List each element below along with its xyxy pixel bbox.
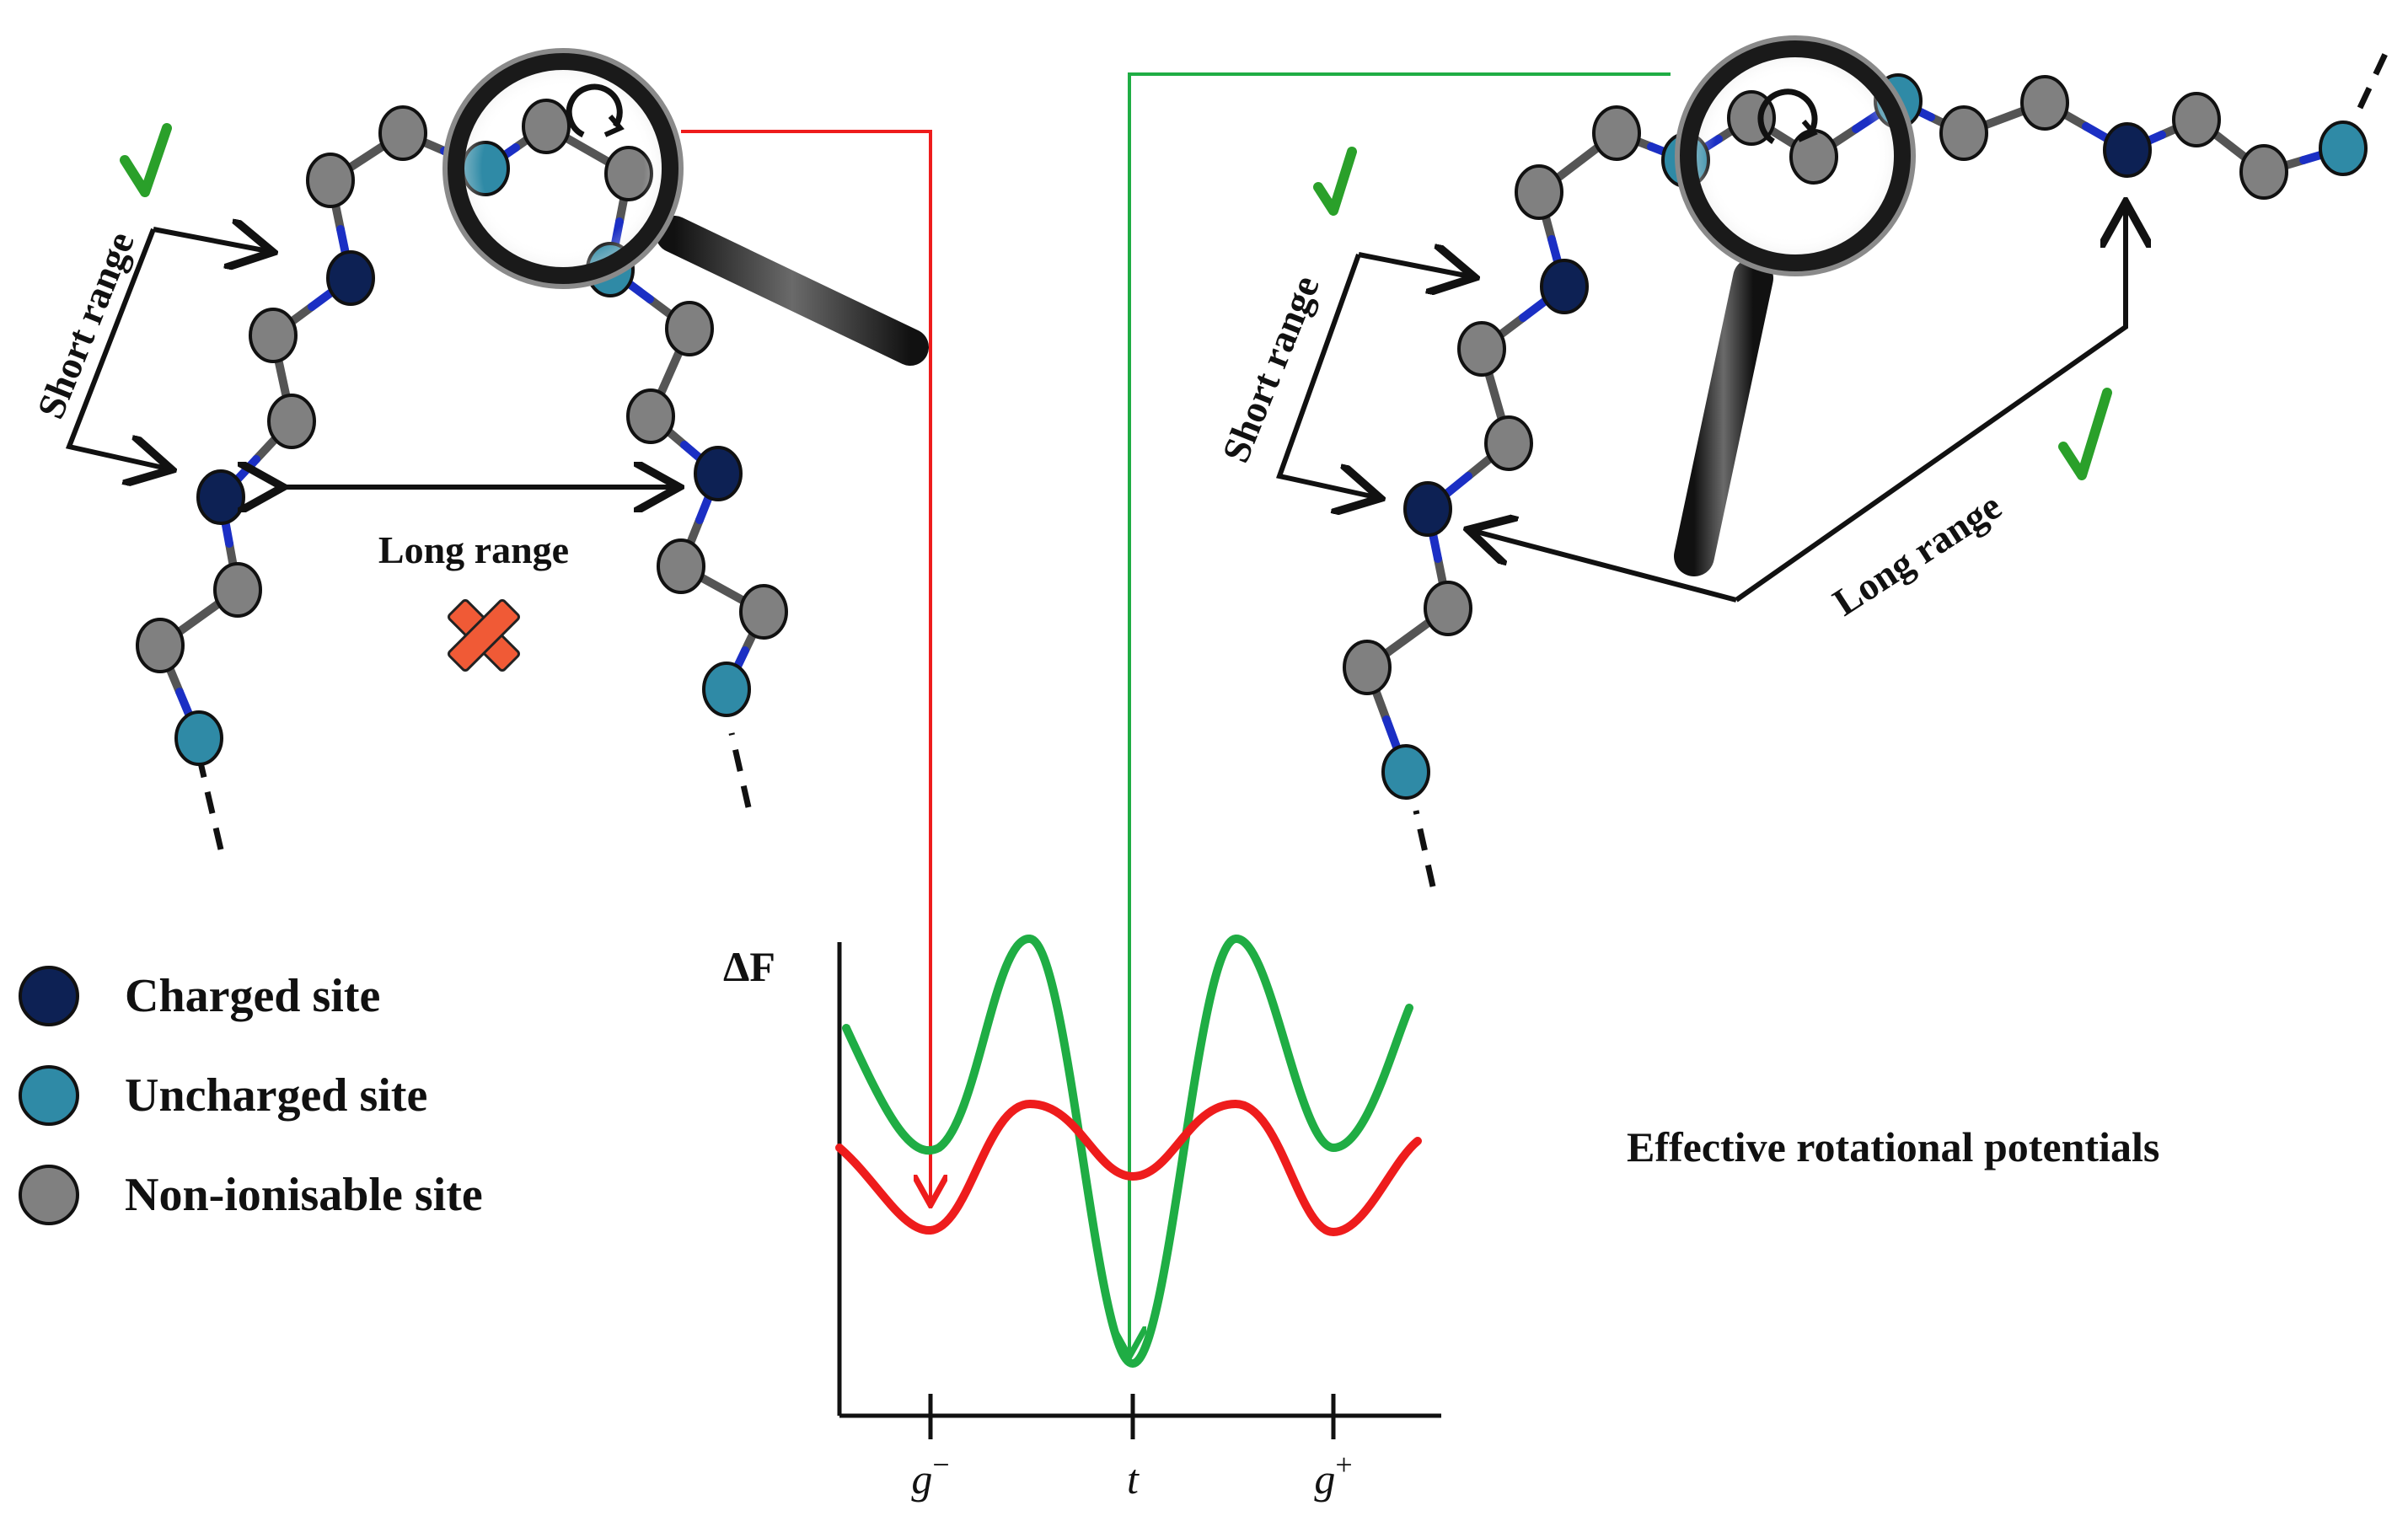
uncharged-site-atom <box>2319 121 2368 176</box>
legend-item-non-ionisable: Non-ionisable site <box>19 1165 483 1225</box>
legend-label-uncharged: Uncharged site <box>125 1069 427 1122</box>
left-short-range-check-icon <box>120 123 172 197</box>
non-ionisable-site-atom <box>1515 164 1563 220</box>
right-molecule-end-dash-top <box>2357 52 2389 110</box>
non-ionisable-site-atom <box>1592 105 1641 161</box>
right-to-trans-connector <box>1129 72 1671 1353</box>
charged-site-atom <box>694 446 743 501</box>
uncharged-site-atom <box>174 710 223 766</box>
plot-y-label: ΔF <box>723 943 775 990</box>
non-ionisable-site-atom <box>136 618 185 673</box>
non-ionisable-site-atom <box>626 388 675 444</box>
left-to-gauche-connector <box>681 130 930 1202</box>
potential-plot: ΔF g− t g+ <box>723 935 1441 1503</box>
red-potential-curve <box>835 1099 1422 1237</box>
x-tick-label: g− <box>911 1448 949 1503</box>
charged-site-atom <box>1540 259 1589 314</box>
right-chain-end-dash <box>728 732 752 808</box>
legend: Charged site Uncharged site Non-ionisabl… <box>19 966 483 1225</box>
right-long-range-check-icon <box>2058 388 2112 480</box>
non-ionisable-site-atom <box>213 562 262 618</box>
plot-title: Effective rotational potentials <box>1627 1123 2159 1170</box>
left-chain-end-dash <box>197 762 224 850</box>
non-ionisable-site-atom <box>2020 75 2069 131</box>
right-molecule-end-dash-bottom <box>1413 810 1436 887</box>
left-short-range-label: Short range <box>29 226 142 425</box>
uncharged-site-atom <box>1381 744 1430 800</box>
right-long-range-arrow <box>1473 207 2126 603</box>
right-short-range-bracket <box>1276 254 1470 497</box>
non-ionisable-site-atom <box>378 105 427 161</box>
uncharged-site-swatch <box>19 1065 79 1126</box>
right-short-range-check-icon <box>1313 147 1357 216</box>
left-rotation-arrow-icon <box>566 83 623 138</box>
non-ionisable-site-atom <box>1457 321 1506 377</box>
legend-item-charged: Charged site <box>19 966 380 1026</box>
x-tick-label: g+ <box>1314 1448 1352 1503</box>
non-ionisable-site-atom <box>739 584 788 640</box>
non-ionisable-site-atom <box>2239 144 2288 200</box>
non-ionisable-site-atom <box>1424 581 1472 636</box>
non-ionisable-site-atom <box>657 538 705 594</box>
charged-site-swatch <box>19 966 79 1026</box>
left-long-range-label: Long range <box>378 528 569 571</box>
charged-site-atom <box>196 469 245 525</box>
non-ionisable-site-atom <box>2172 92 2221 147</box>
left-magnifying-glass-icon <box>442 48 929 366</box>
non-ionisable-site-swatch <box>19 1165 79 1225</box>
charged-site-atom <box>2103 122 2152 178</box>
right-magnifying-glass-icon <box>1674 35 1916 576</box>
long-range-cross-icon <box>448 599 520 672</box>
legend-label-charged: Charged site <box>125 970 380 1022</box>
x-tick-label: t <box>1127 1455 1140 1503</box>
right-long-range-label: Long range <box>1826 484 2008 624</box>
legend-label-non-ionisable: Non-ionisable site <box>125 1169 483 1221</box>
charged-site-atom <box>326 250 375 306</box>
plot-x-ticks: g− t g+ <box>911 1394 1353 1503</box>
non-ionisable-site-atom <box>665 301 714 356</box>
uncharged-site-atom <box>702 662 751 717</box>
left-short-range-bracket <box>65 229 268 469</box>
non-ionisable-site-atom <box>267 394 316 449</box>
non-ionisable-site-atom <box>1939 105 1988 161</box>
charged-site-atom <box>1403 481 1452 537</box>
non-ionisable-site-atom <box>1484 415 1533 471</box>
right-rotation-arrow-icon <box>1757 88 1818 144</box>
green-potential-curve <box>842 935 1413 1369</box>
non-ionisable-site-atom <box>249 308 298 363</box>
non-ionisable-site-atom <box>1343 640 1392 695</box>
non-ionisable-site-atom <box>306 153 355 208</box>
right-short-range-label: Short range <box>1214 270 1327 469</box>
legend-item-uncharged: Uncharged site <box>19 1065 427 1126</box>
